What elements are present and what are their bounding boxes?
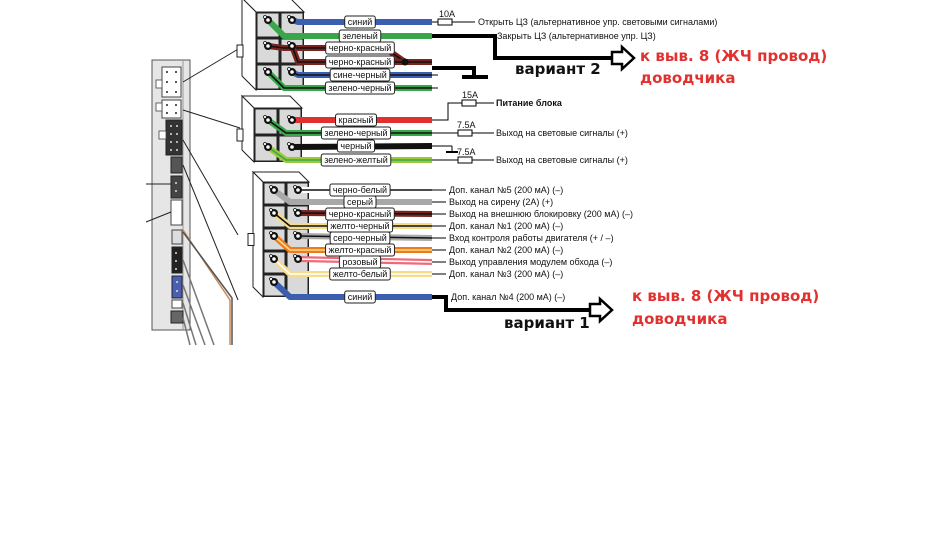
wire-label: серо-черный: [333, 233, 387, 243]
connector-1-descriptions: Открыть ЦЗ (альтернативное упр. световым…: [432, 17, 717, 89]
unit-socket-1: [161, 66, 182, 98]
connector-1-wires: синий зеленый черно-красный черно-красный си…: [263, 15, 432, 95]
unit-socket-2: [161, 99, 182, 119]
wire-2: [272, 187, 432, 205]
note-top-line1: к выв. 8 (ЖЧ провод): [640, 47, 827, 65]
wire-desc-2: Выход на сирену (2А) (+): [449, 197, 553, 207]
leader-lines: [182, 44, 246, 301]
wire-desc-8: Доп. канал №3 (200 мА) (–): [449, 269, 563, 279]
connector-2: [236, 94, 304, 164]
wire-label: зелено-желтый: [324, 155, 388, 165]
splice-dot: [401, 58, 409, 66]
wire-desc-3: Выход на внешнюю блокировку (200 мА) (–): [449, 209, 633, 219]
unit-socket-7: [171, 229, 183, 245]
connector-latch: [236, 128, 244, 142]
wire-label: черно-красный: [329, 43, 392, 53]
wire-label: желто-красный: [329, 245, 392, 255]
unit-socket-4: [170, 156, 183, 174]
connector-latch: [236, 44, 244, 58]
wire-label: зелено-черный: [324, 128, 387, 138]
connector-cell: [281, 65, 303, 89]
wire-desc-1: Открыть ЦЗ (альтернативное упр. световым…: [478, 17, 717, 27]
wire-desc-9: Доп. канал №4 (200 мА) (–): [451, 292, 565, 302]
wire-desc-7: Выход управления модулем обхода (–): [449, 257, 612, 267]
connector-cell: [287, 275, 308, 296]
wire-label: черный: [340, 141, 371, 151]
connector-side: [241, 0, 257, 92]
unit-socket-5: [170, 175, 183, 199]
variant1-route: [432, 295, 590, 312]
wire-desc-2: Выход на световые сигналы (+): [496, 128, 628, 138]
variant2-label: вариант 2: [515, 60, 601, 78]
arrow-variant1: [588, 296, 614, 324]
unit-socket-8: [171, 246, 183, 274]
connector-cell: [257, 13, 279, 37]
arrow-variant2: [610, 44, 636, 72]
note-top-line2: доводчика: [640, 69, 735, 87]
harness-wires: [182, 229, 233, 346]
wire-label: красный: [339, 115, 374, 125]
wire-label: черно-красный: [329, 57, 392, 67]
svg-text:15A: 15A: [462, 90, 478, 100]
wire-desc-1: Доп. канал №5 (200 мА) (–): [449, 185, 563, 195]
unit-socket-6: [170, 199, 183, 226]
wire-label: зеленый: [342, 31, 377, 41]
connector-cell: [257, 65, 279, 89]
wire-label: черно-красный: [329, 209, 392, 219]
unit-socket-10: [171, 299, 183, 309]
svg-text:10A: 10A: [439, 9, 455, 19]
connector-3-descriptions: Доп. канал №5 (200 мА) (–) Выход на сирен…: [432, 185, 633, 302]
variant2-route: [432, 34, 612, 79]
connector-2-routing: 15A 7.5A 7.5A: [432, 90, 494, 164]
wire-label: желто-черный: [330, 221, 389, 231]
svg-text:7.5A: 7.5A: [457, 147, 476, 157]
wire-desc-2: Закрыть ЦЗ (альтернативное упр. ЦЗ): [497, 31, 656, 41]
wire-label: сине-черный: [333, 70, 387, 80]
wire-desc-5: Вход контроля работы двигателя (+ / –): [449, 233, 614, 243]
wire-9: [271, 279, 432, 300]
wire-label: желто-белый: [333, 269, 388, 279]
unit-socket-11: [170, 310, 184, 324]
fuse-10a: 10A: [432, 9, 475, 26]
wire-label: черно-белый: [333, 185, 387, 195]
note-bottom-line1: к выв. 8 (ЖЧ провод): [632, 287, 819, 305]
unit-socket-9: [171, 275, 183, 299]
wire-label: розовый: [342, 257, 377, 267]
wire-2: [265, 17, 432, 39]
connector-2-wires: красный зелено-черный черный зелено-желтый: [263, 113, 433, 167]
wire-desc-4: Доп. канал №1 (200 мА) (–): [449, 221, 563, 231]
svg-text:7.5A: 7.5A: [457, 120, 476, 130]
variant1-label: вариант 1: [504, 314, 590, 332]
wire-desc-6: Доп. канал №2 (200 мА) (–): [449, 245, 563, 255]
connector-latch: [247, 233, 255, 246]
unit-socket-3: [165, 119, 183, 156]
wire-label: зелено-черный: [328, 83, 391, 93]
wire-label: синий: [348, 17, 373, 27]
wire-desc-4: Выход на световые сигналы (+): [496, 155, 628, 165]
wire-desc-1: Питание блока: [496, 98, 563, 108]
connector-side: [241, 94, 255, 164]
connector-3-wires: черно-белый серый черно-красный желто-черны…: [269, 183, 433, 304]
note-bottom-line2: доводчика: [632, 310, 727, 328]
wire-label: синий: [348, 292, 373, 302]
wire-label: серый: [347, 197, 373, 207]
control-unit: [145, 59, 191, 331]
